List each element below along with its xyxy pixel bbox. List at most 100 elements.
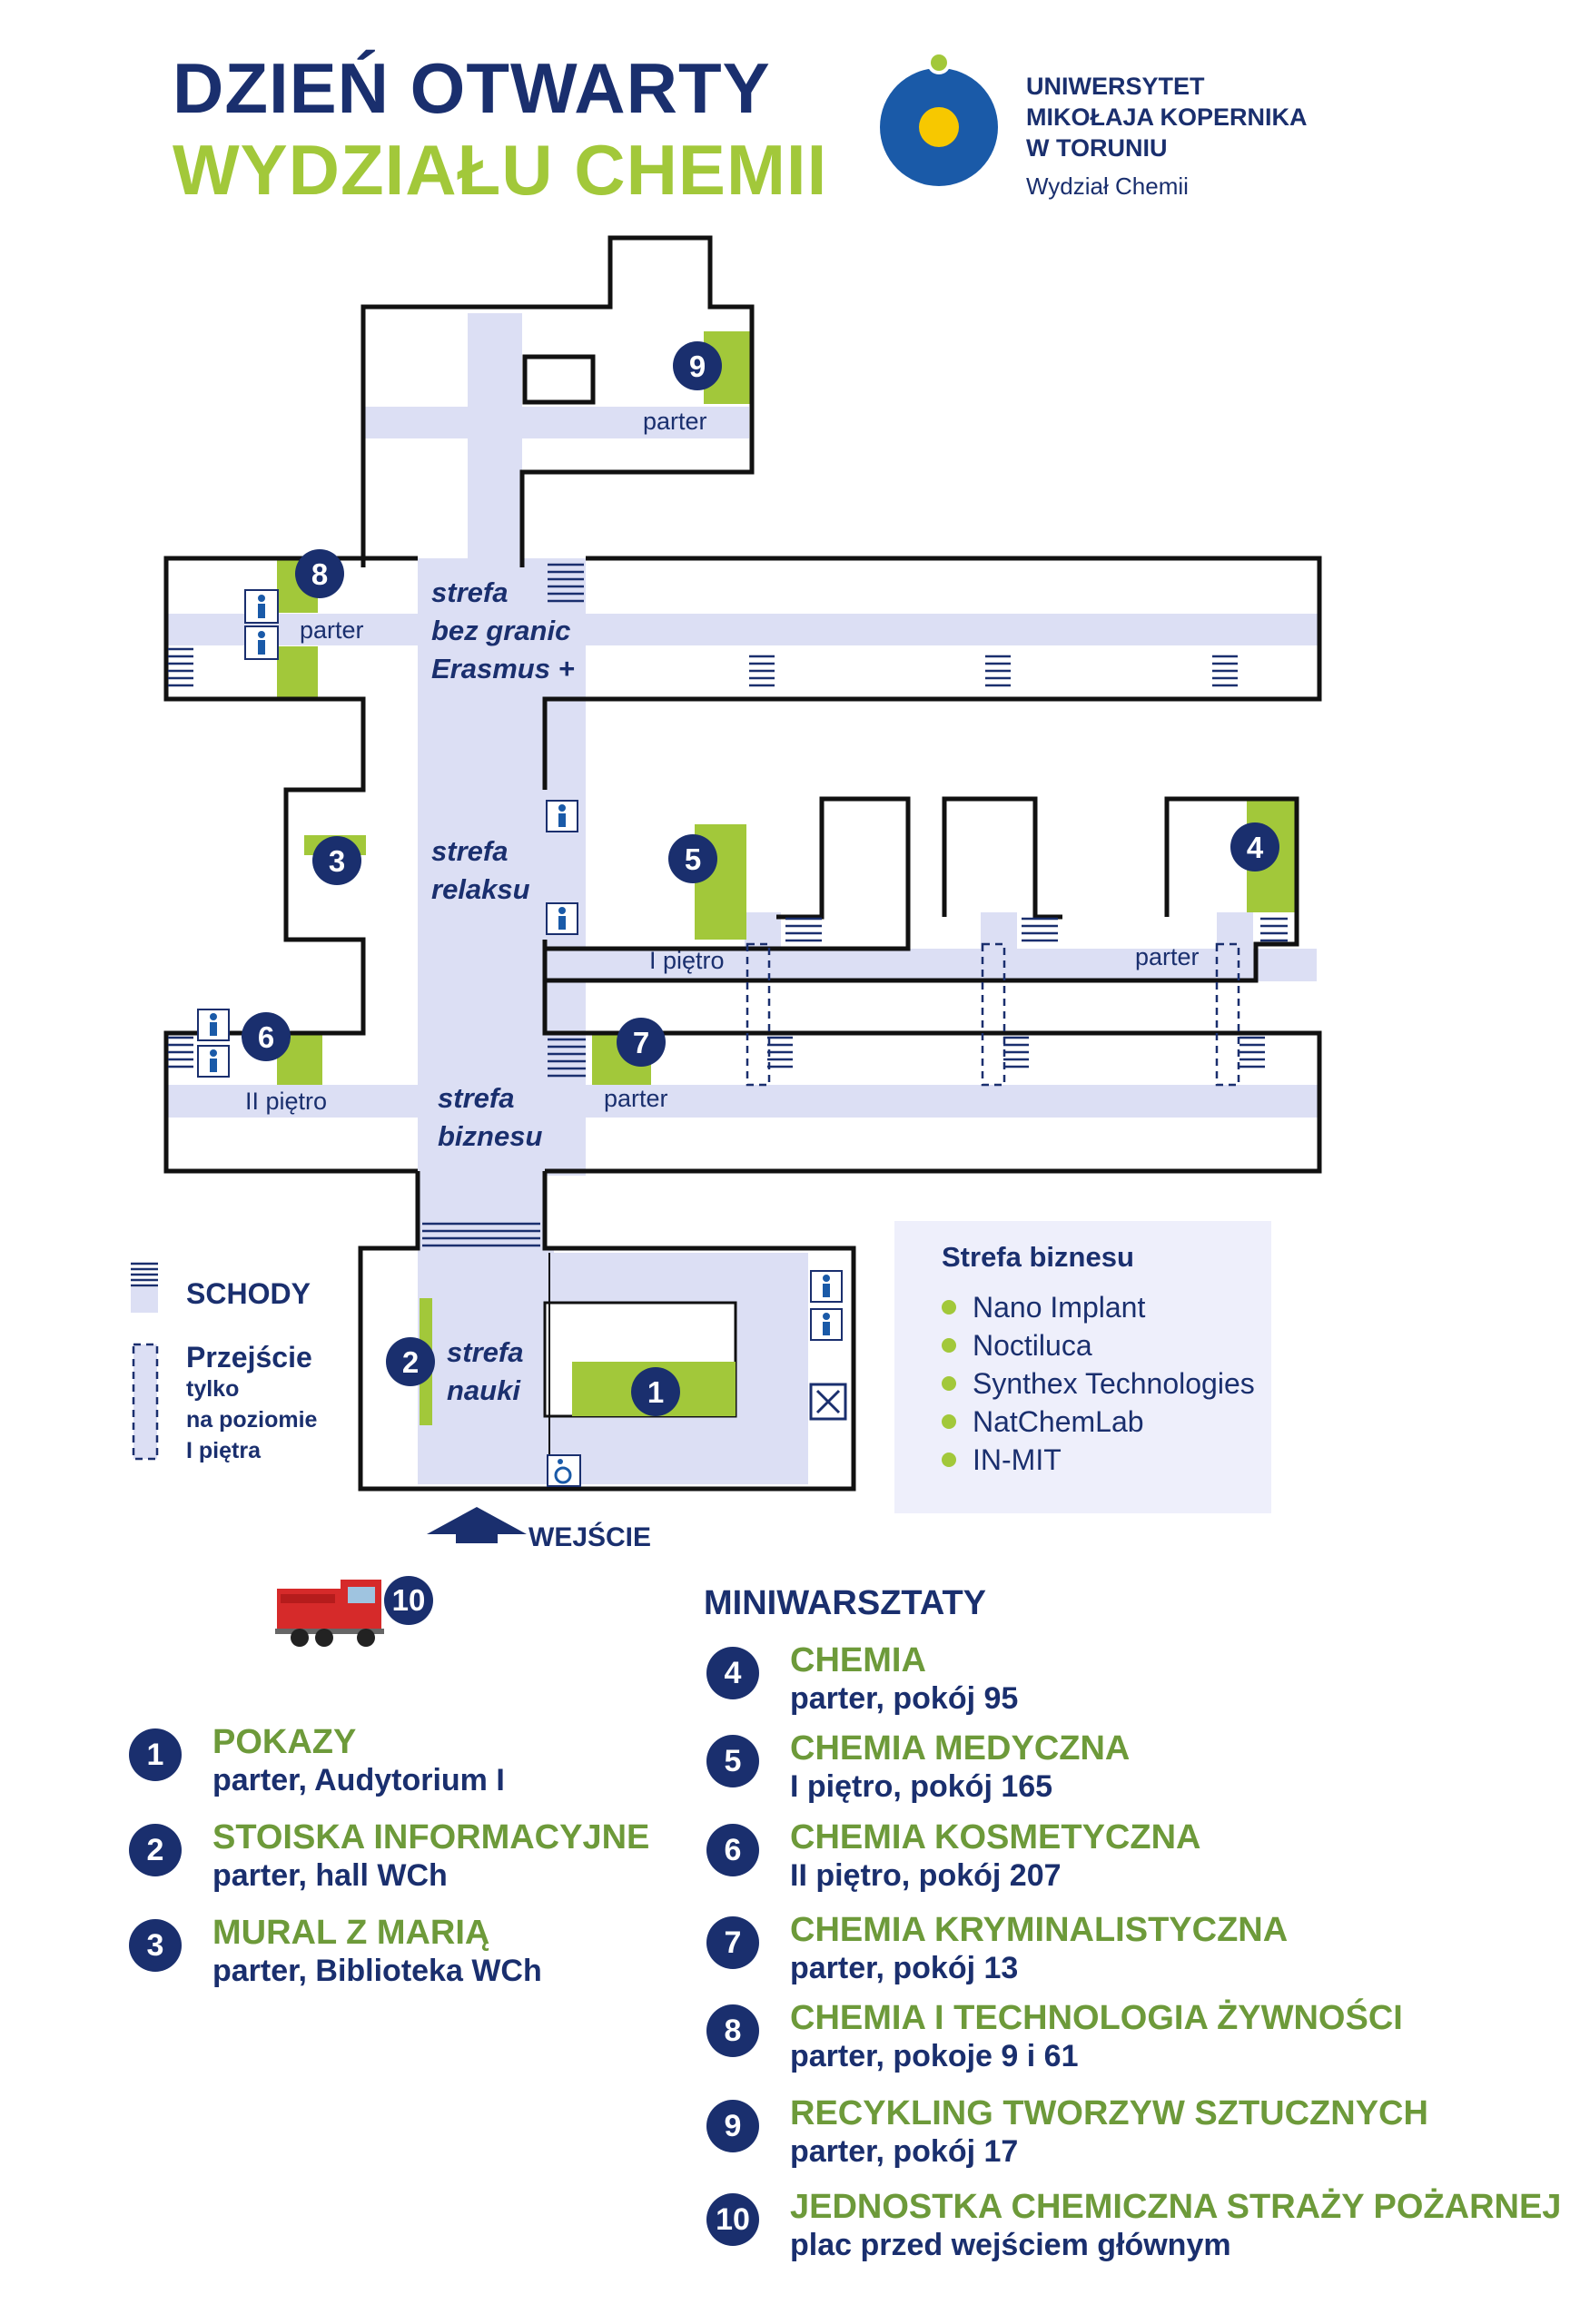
list-item: Nano Implant [942, 1288, 1255, 1326]
item-location: parter, Audytorium I [212, 1763, 505, 1797]
marker-3: 3 [312, 836, 361, 885]
item-number: 5 [706, 1735, 759, 1787]
marker-5: 5 [668, 834, 717, 883]
marker-8: 8 [295, 549, 344, 598]
list-item: NatChemLab [942, 1403, 1255, 1441]
business-zone-box: Strefa biznesu Nano Implant Noctiluca Sy… [894, 1221, 1271, 1513]
zone-label: nauki [447, 1374, 521, 1406]
bullet-icon [942, 1452, 956, 1467]
item-location: parter, pokój 95 [790, 1681, 1019, 1716]
item-number: 7 [706, 1916, 759, 1969]
zone-label: strefa [447, 1336, 523, 1368]
svg-text:7: 7 [633, 1026, 649, 1059]
map-markers: 1 2 3 4 5 6 7 8 9 [242, 341, 1279, 1416]
item-name: CHEMIA I TECHNOLOGIA ŻYWNOŚCI [790, 1999, 1403, 2037]
zone-label: strefa [431, 835, 508, 867]
university-name-line3: W TORUNIU [1026, 134, 1168, 162]
list-item: Noctiluca [942, 1326, 1255, 1364]
floor-label: I piętro [649, 947, 725, 974]
item-name: RECYKLING TWORZYW SZTUCZNYCH [790, 2094, 1428, 2132]
item-location: plac przed wejściem głównym [790, 2228, 1231, 2262]
marker-6: 6 [242, 1012, 291, 1061]
svg-text:1: 1 [647, 1375, 664, 1409]
bullet-icon [942, 1375, 956, 1391]
item-location: I piętro, pokój 165 [790, 1769, 1053, 1804]
item-number: 10 [706, 2193, 759, 2246]
university-name-line1: UNIWERSYTET [1026, 73, 1205, 100]
item-name: MURAL Z MARIĄ [212, 1914, 490, 1952]
item-number: 3 [129, 1919, 182, 1972]
item-location: parter, hall WCh [212, 1858, 448, 1893]
item-name: CHEMIA KRYMINALISTYCZNA [790, 1911, 1289, 1949]
entrance-arrow-icon [427, 1507, 527, 1543]
zone-label: biznesu [438, 1120, 542, 1152]
university-logo [880, 51, 998, 186]
stairs-legend-icon [131, 1262, 158, 1313]
item-name: POKAZY [212, 1723, 357, 1761]
list-item: IN-MIT [942, 1441, 1255, 1479]
faculty-name: Wydział Chemii [1026, 172, 1189, 200]
bullet-icon [942, 1299, 956, 1315]
university-name-line2: MIKOŁAJA KOPERNIKA [1026, 103, 1308, 131]
cafeteria-icon [809, 1383, 847, 1421]
floor-label: II piętro [245, 1088, 327, 1115]
item-name: STOISKA INFORMACYJNE [212, 1818, 650, 1856]
passage-legend-desc: tylko [186, 1376, 240, 1402]
passage-legend-desc: I piętra [186, 1438, 261, 1463]
item-name: CHEMIA MEDYCZNA [790, 1729, 1131, 1768]
svg-text:9: 9 [689, 350, 706, 383]
svg-text:3: 3 [329, 844, 345, 878]
page-title: DZIEŃ OTWARTY [173, 48, 771, 128]
entrance-label: WEJŚCIE [528, 1522, 652, 1552]
item-name: CHEMIA KOSMETYCZNA [790, 1818, 1201, 1856]
item-number: 6 [706, 1824, 759, 1876]
svg-text:8: 8 [311, 557, 328, 591]
corridors [166, 313, 1319, 1484]
marker-1: 1 [631, 1367, 680, 1416]
restroom-icon [197, 589, 843, 1341]
item-number: 1 [129, 1728, 182, 1781]
zone-label: strefa [438, 1082, 514, 1114]
floor-label: parter [604, 1085, 668, 1112]
stairs-legend-label: SCHODY [186, 1277, 311, 1310]
fire-truck-icon [275, 1580, 384, 1647]
list-item: Synthex Technologies [942, 1364, 1255, 1403]
floor-plan: 1 2 3 4 5 6 7 8 9 parter parter I piętro… [163, 235, 1322, 1543]
passage-legend-desc: na poziomie [186, 1407, 318, 1433]
zone-label: Erasmus + [431, 653, 575, 684]
item-location: II piętro, pokój 207 [790, 1858, 1062, 1893]
walls [163, 235, 1322, 1492]
stairs-icon [168, 563, 1288, 1247]
floor-label: parter [643, 408, 707, 435]
svg-text:6: 6 [258, 1020, 274, 1054]
floor-label: parter [300, 616, 364, 644]
bullet-icon [942, 1337, 956, 1353]
passage-legend-icon [132, 1343, 159, 1461]
business-zone-title: Strefa biznesu [942, 1241, 1134, 1273]
item-name: CHEMIA [790, 1641, 926, 1679]
item-location: parter, pokój 17 [790, 2134, 1019, 2169]
bullet-icon [942, 1413, 956, 1429]
item-number: 4 [706, 1647, 759, 1699]
wheelchair-icon [547, 1454, 581, 1487]
business-zone-list: Nano Implant Noctiluca Synthex Technolog… [942, 1288, 1255, 1479]
marker-2: 2 [386, 1337, 435, 1386]
item-number: 9 [706, 2100, 759, 2152]
marker-4: 4 [1230, 822, 1279, 872]
svg-text:5: 5 [685, 842, 701, 876]
workshops-title: MINIWARSZTATY [704, 1584, 986, 1622]
item-name: JEDNOSTKA CHEMICZNA STRAŻY POŻARNEJ [790, 2188, 1562, 2226]
svg-text:4: 4 [1247, 831, 1264, 864]
passage-legend-label: Przejście [186, 1341, 312, 1374]
item-location: parter, pokój 13 [790, 1951, 1019, 1985]
marker-7: 7 [617, 1018, 666, 1067]
page-subtitle: WYDZIAŁU CHEMII [173, 130, 828, 210]
item-location: parter, pokoje 9 i 61 [790, 2039, 1079, 2073]
item-location: parter, Biblioteka WCh [212, 1954, 542, 1988]
zone-label: strefa [431, 576, 508, 608]
item-number: 8 [706, 2004, 759, 2057]
floor-label: parter [1135, 943, 1200, 970]
passage-markers [746, 942, 1240, 1087]
marker-10: 10 [384, 1576, 433, 1625]
svg-text:2: 2 [402, 1345, 419, 1379]
